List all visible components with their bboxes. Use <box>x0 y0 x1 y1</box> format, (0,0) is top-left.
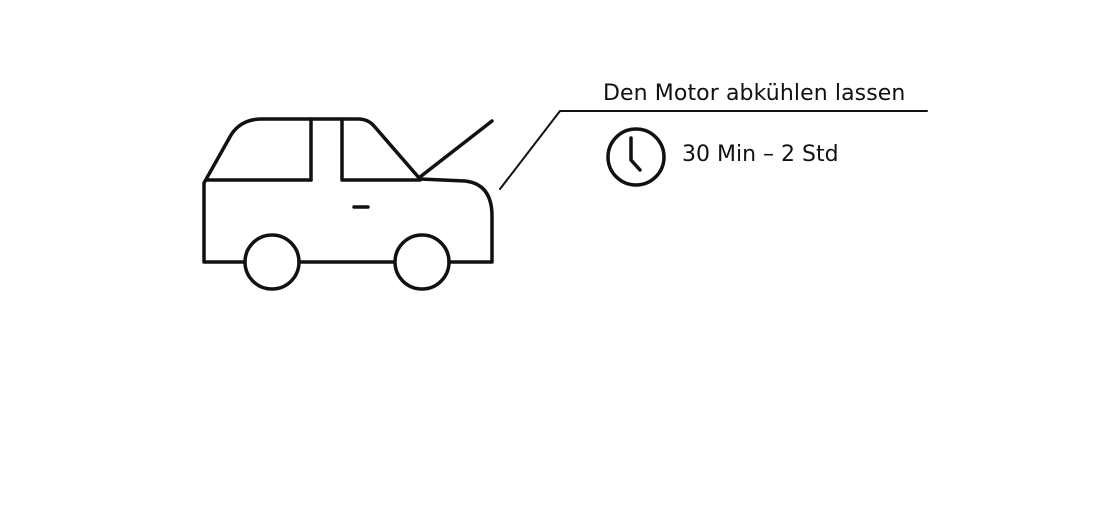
duration-label: 30 Min – 2 Std <box>682 142 839 167</box>
car-body-outline <box>204 119 492 262</box>
car-rear-wheel <box>245 235 299 289</box>
clock-icon <box>608 129 664 185</box>
callout-title: Den Motor abkühlen lassen <box>603 81 905 106</box>
car-front-window <box>342 119 420 180</box>
car-open-hood-icon <box>204 119 492 289</box>
car-front-wheel <box>395 235 449 289</box>
car-open-hood <box>420 121 492 177</box>
